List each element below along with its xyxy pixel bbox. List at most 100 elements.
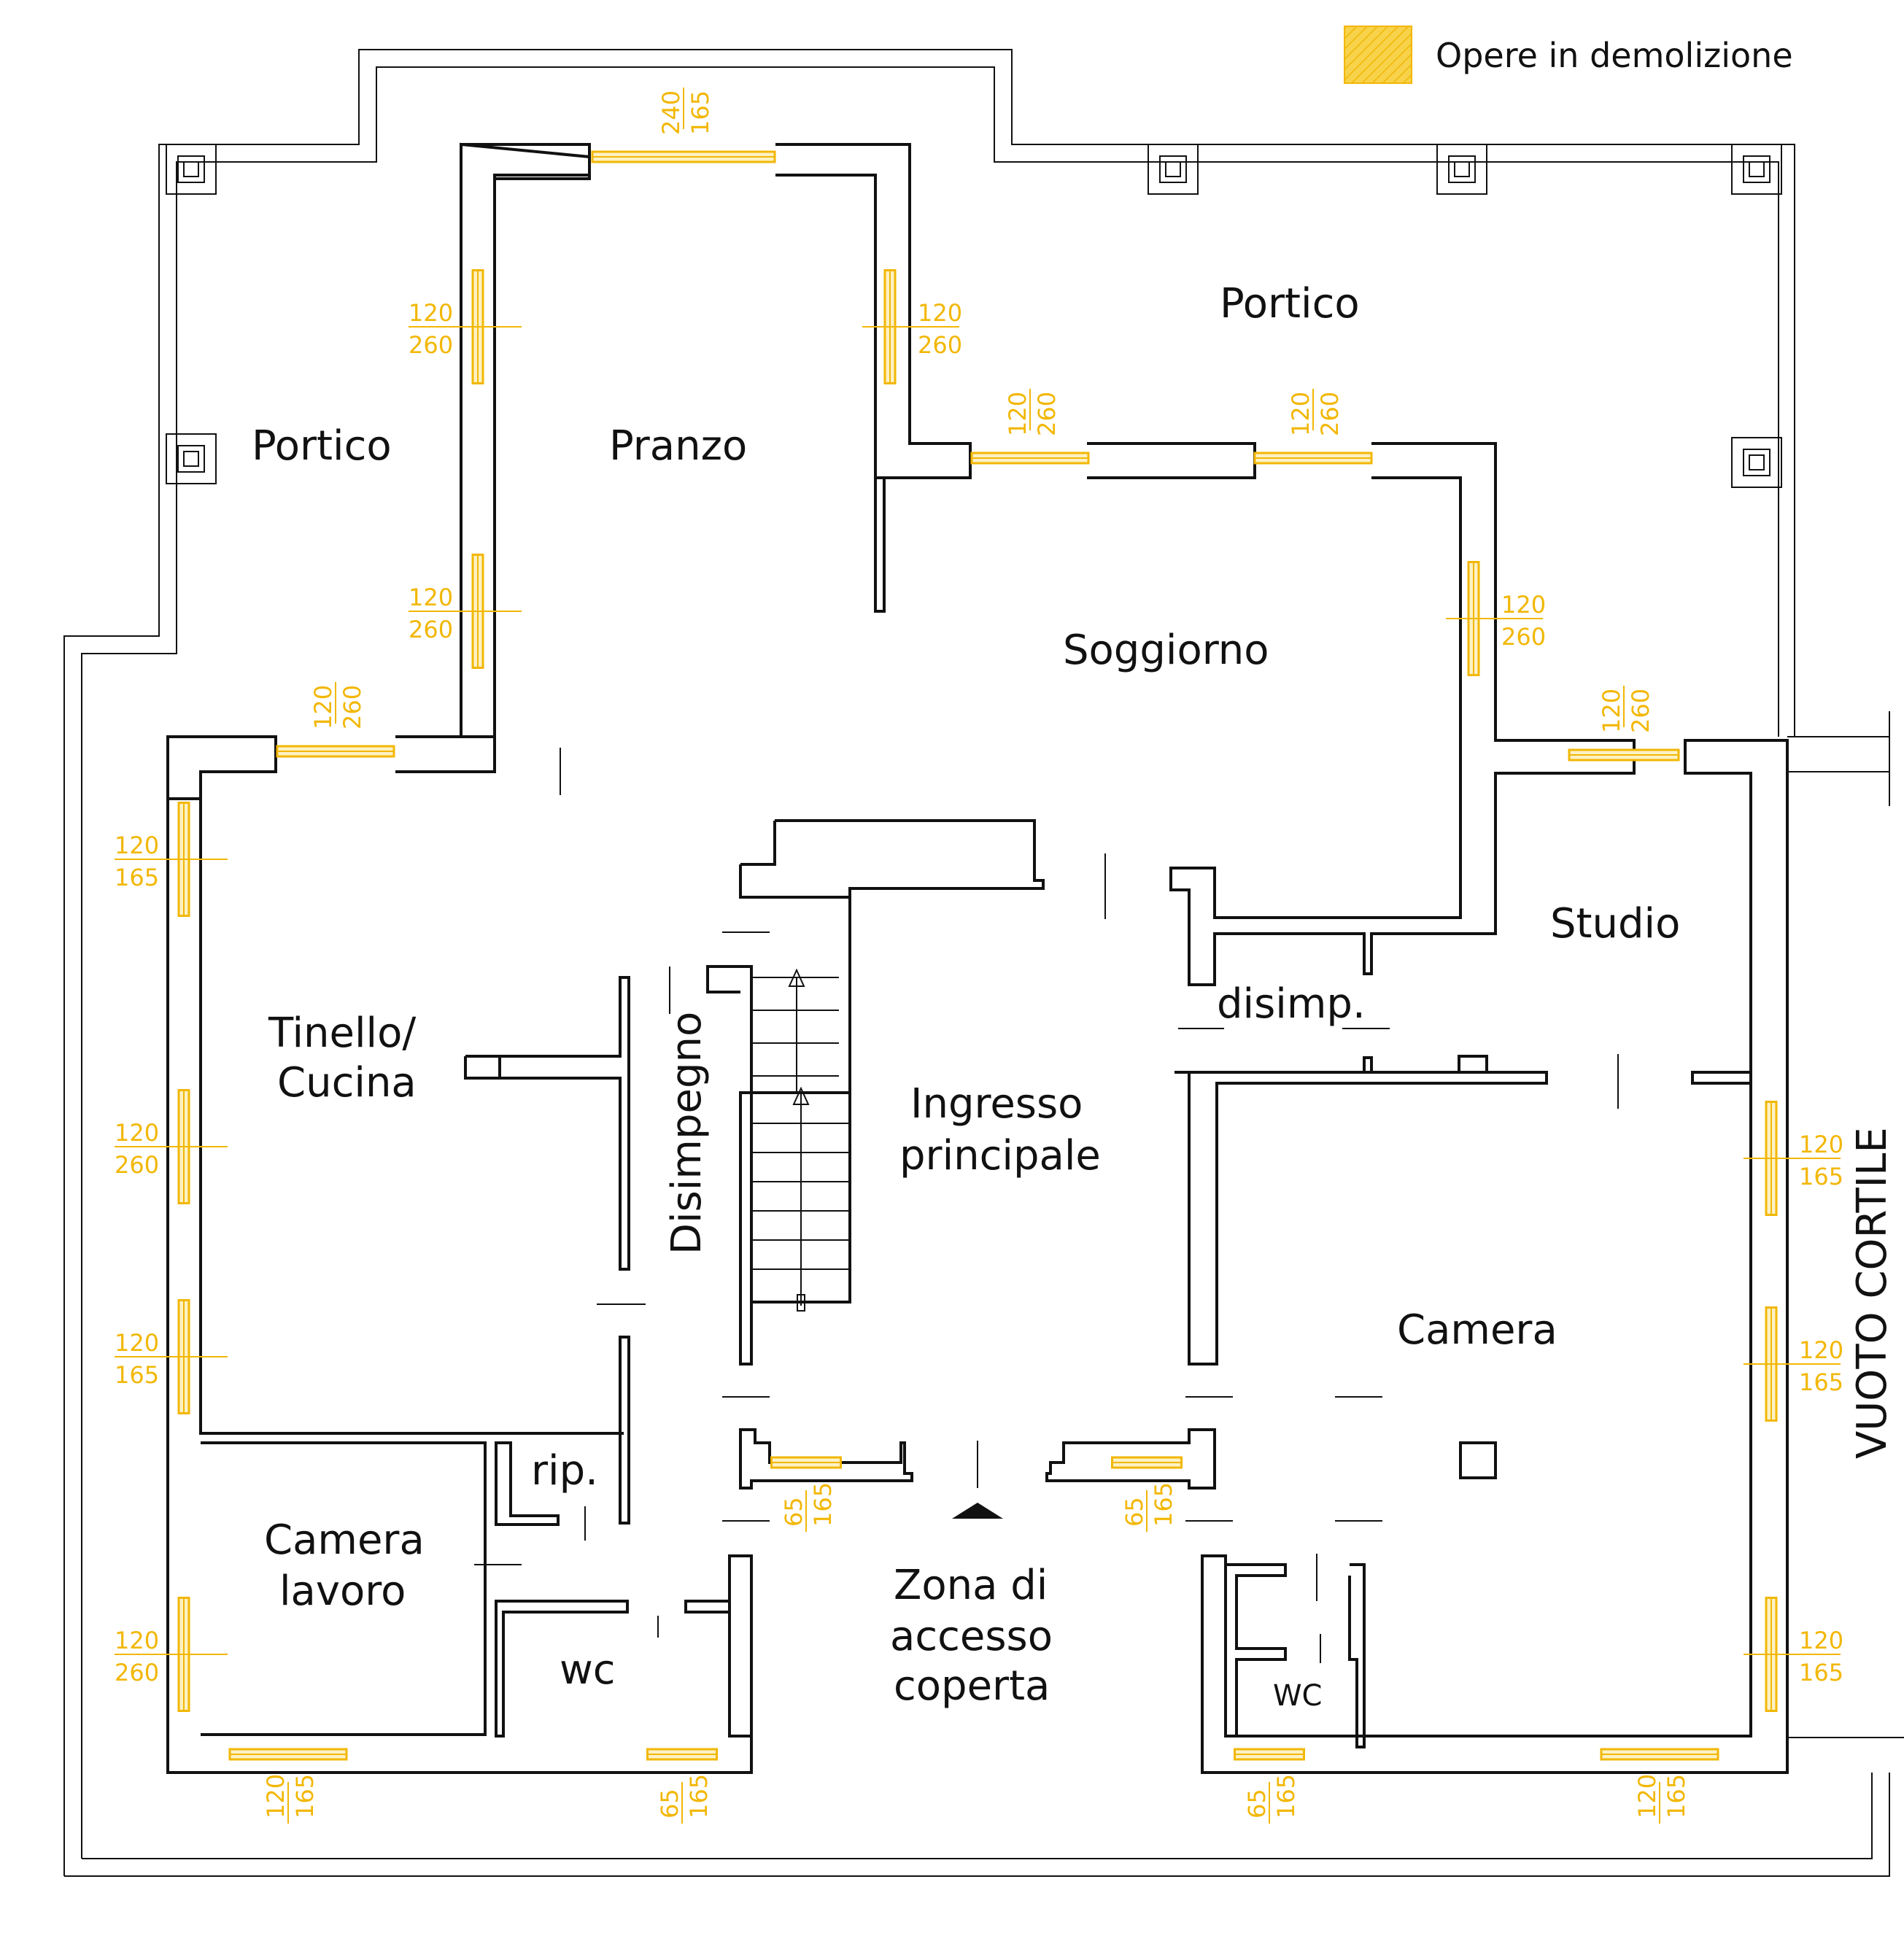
opening-height-label: 260 (115, 1151, 159, 1179)
opening-width-label: 120 (262, 1774, 290, 1818)
opening-height-label: 165 (1799, 1368, 1843, 1396)
label-rip: rip. (531, 1447, 598, 1495)
label-zona-1: Zona di (894, 1562, 1048, 1609)
opening-width-label: 65 (1121, 1497, 1148, 1527)
label-soggiorno: Soggiorno (1063, 627, 1269, 674)
label-portico-left: Portico (252, 422, 392, 470)
opening-width-label: 120 (409, 584, 453, 611)
opening-width-label: 120 (1004, 392, 1032, 436)
label-disimp: disimp. (1217, 980, 1366, 1028)
opening-width-label: 240 (657, 90, 685, 135)
opening-height-label: 165 (1799, 1659, 1843, 1686)
opening-width-label: 120 (115, 1119, 159, 1147)
label-zona-2: accesso (890, 1613, 1053, 1660)
column-icon (1731, 144, 1782, 195)
door-marks (474, 748, 1619, 1663)
opening-height-label: 165 (1272, 1774, 1300, 1818)
opening-width-label: 120 (309, 685, 337, 729)
opening-width-label: 120 (1598, 689, 1625, 733)
entrance-arrow-icon (952, 1503, 1003, 1519)
opening-width-label: 120 (115, 1329, 159, 1357)
opening-height-label: 260 (338, 685, 366, 729)
opening-width-label: 120 (115, 1627, 159, 1654)
opening-width-label: 120 (409, 299, 453, 327)
label-ingresso: Ingresso (910, 1080, 1083, 1128)
opening-width-label: 65 (780, 1497, 808, 1527)
opening-height-label: 260 (1033, 392, 1061, 436)
outer-boundary (63, 49, 1904, 1877)
label-portico-right: Portico (1220, 280, 1360, 328)
opening-height-label: 260 (1627, 689, 1655, 733)
label-wc-left: wc (560, 1646, 616, 1694)
label-camera-lavoro-1: Camera (264, 1516, 425, 1564)
opening-width-label: 120 (1287, 392, 1315, 436)
opening-width-label: 120 (115, 832, 159, 859)
opening-width-label: 120 (1799, 1336, 1843, 1364)
opening-width-label: 120 (1799, 1131, 1843, 1158)
opening-height-label: 165 (115, 864, 159, 891)
opening-height-label: 260 (1316, 392, 1344, 436)
column-icon (166, 144, 217, 195)
opening-width-label: 120 (918, 299, 962, 327)
label-disimpegno: Disimpegno (663, 1012, 711, 1255)
opening-width-label: 65 (656, 1789, 684, 1818)
demolition-swatch (1344, 26, 1412, 84)
opening-height-label: 260 (409, 331, 453, 359)
opening-height-label: 260 (1501, 623, 1546, 651)
label-studio: Studio (1550, 900, 1680, 948)
column-icon (166, 433, 217, 484)
label-camera-lavoro-2: lavoro (279, 1568, 406, 1615)
label-principale: principale (899, 1132, 1101, 1179)
stair-arrow-icon (788, 968, 810, 1105)
room-labels: Portico Pranzo Portico Soggiorno Studio … (252, 280, 1896, 1713)
column-icon (1148, 144, 1199, 195)
stair-treads (751, 968, 850, 1312)
opening-height-label: 165 (686, 90, 714, 135)
label-wc-right: WC (1273, 1679, 1322, 1713)
label-camera: Camera (1397, 1306, 1557, 1354)
label-vuoto-cortile: VUOTO CORTILE (1849, 1127, 1896, 1459)
label-zona-3: coperta (894, 1662, 1050, 1710)
opening-width-label: 120 (1501, 591, 1546, 619)
opening-height-label: 165 (115, 1361, 159, 1389)
columns (166, 144, 1782, 488)
opening-height-label: 260 (115, 1659, 159, 1686)
opening-height-label: 165 (291, 1774, 319, 1818)
opening-height-label: 165 (1663, 1774, 1690, 1818)
opening-height-label: 165 (1150, 1482, 1177, 1527)
opening-width-label: 65 (1243, 1789, 1271, 1818)
column-icon (1436, 144, 1487, 195)
opening-height-label: 260 (918, 331, 962, 359)
label-tinello: Tinello/ (268, 1010, 416, 1057)
label-pranzo: Pranzo (609, 422, 747, 470)
column-icon (1459, 1441, 1497, 1479)
opening-width-label: 120 (1633, 1774, 1661, 1818)
opening-height-label: 260 (409, 616, 453, 643)
opening-height-label: 165 (809, 1482, 837, 1527)
opening-width-label: 120 (1799, 1627, 1843, 1654)
legend-label: Opere in demolizione (1436, 36, 1793, 75)
